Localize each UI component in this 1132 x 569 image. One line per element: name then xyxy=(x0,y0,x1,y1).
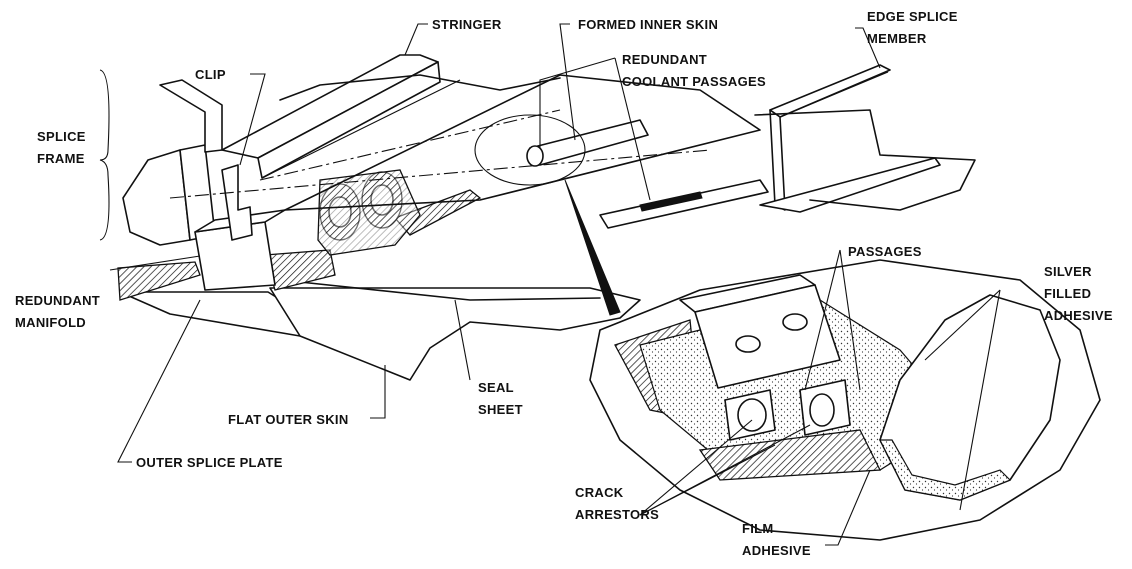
inset-bracket-web xyxy=(694,284,841,389)
inset-film-hatch xyxy=(698,429,882,481)
detail-inset xyxy=(589,259,1101,541)
leader-lines xyxy=(99,23,1001,546)
label-passages: PASSAGES xyxy=(848,244,922,259)
leader-crack-3 xyxy=(639,424,811,516)
centerline-2 xyxy=(259,109,561,181)
leader-coolant-1 xyxy=(539,57,616,148)
label-clip: CLIP xyxy=(195,67,226,82)
label-manifold-1: REDUNDANT xyxy=(15,293,100,308)
leader-silver-1 xyxy=(924,289,1001,361)
label-coolant-2: COOLANT PASSAGES xyxy=(622,74,766,89)
skin-hatch-left xyxy=(117,261,201,301)
label-edge-splice-1: EDGE SPLICE xyxy=(867,9,958,24)
label-stringer: STRINGER xyxy=(432,17,502,32)
leader-formed-inner-skin xyxy=(559,23,576,141)
clip-angle xyxy=(159,79,223,153)
edge-splice-member-flange xyxy=(759,157,941,213)
main-assembly xyxy=(117,54,976,381)
leader-stringer xyxy=(404,23,428,56)
stringer-top xyxy=(221,54,439,159)
inset-adhesive-edge xyxy=(879,439,1012,501)
leader-redundant-manifold xyxy=(109,255,201,271)
label-manifold-2: MANIFOLD xyxy=(15,315,86,330)
leader-silver-2 xyxy=(959,289,1001,511)
broken-edge-top xyxy=(279,74,561,101)
passage-dark-stripe xyxy=(639,191,703,212)
label-seal-1: SEAL xyxy=(478,380,514,395)
leader-splice-frame-brace xyxy=(99,69,110,241)
label-coolant-1: REDUNDANT xyxy=(622,52,707,67)
broken-edge-right xyxy=(754,109,976,211)
leader-crack-1 xyxy=(639,419,753,516)
seal-sheet-edge xyxy=(299,281,601,301)
label-formed-inner-skin: FORMED INNER SKIN xyxy=(578,17,718,32)
labels: STRINGER FORMED INNER SKIN EDGE SPLICE M… xyxy=(15,9,1113,558)
label-silver-2: FILLED xyxy=(1044,286,1091,301)
inset-rivet-2 xyxy=(782,313,808,331)
label-crack-2: ARRESTORS xyxy=(575,507,659,522)
leader-edge-splice xyxy=(855,27,881,69)
edge-splice-member-line xyxy=(779,71,889,118)
label-splice-frame-2: FRAME xyxy=(37,151,85,166)
label-crack-1: CRACK xyxy=(575,485,624,500)
label-film-1: FILM xyxy=(742,521,774,536)
leader-clip xyxy=(239,73,266,166)
leader-passages-2 xyxy=(839,249,861,391)
label-silver-1: SILVER xyxy=(1044,264,1092,279)
leader-outer-splice-plate xyxy=(117,299,201,463)
flat-outer-skin-shape xyxy=(269,287,641,381)
leader-seal-sheet xyxy=(454,299,471,381)
leader-passages xyxy=(804,249,841,391)
stringer-flange xyxy=(261,79,461,179)
edge-splice-member-top xyxy=(769,64,891,118)
detail-circle xyxy=(474,114,586,186)
inset-passage-1-bore xyxy=(737,398,767,432)
leader-flat-outer-skin xyxy=(370,365,386,419)
stringer-web xyxy=(257,61,441,179)
edge-splice-member-web xyxy=(769,109,786,211)
detail-pointer xyxy=(564,179,621,316)
tube-housing xyxy=(317,169,421,256)
inset-rivet-1 xyxy=(735,335,761,353)
label-silver-3: ADHESIVE xyxy=(1044,308,1113,323)
label-seal-2: SHEET xyxy=(478,402,523,417)
coolant-passage-tube-2 xyxy=(599,179,769,229)
formed-inner-skin xyxy=(284,74,761,211)
leader-coolant-2 xyxy=(614,57,651,201)
coolant-passage-end xyxy=(526,145,544,167)
label-film-2: ADHESIVE xyxy=(742,543,811,558)
label-splice-frame-1: SPLICE xyxy=(37,129,86,144)
label-edge-splice-2: MEMBER xyxy=(867,31,927,46)
clip-shape xyxy=(221,164,253,241)
inset-passage-2-bore xyxy=(809,393,835,427)
leader-film-adhesive xyxy=(825,469,871,546)
label-flat-outer-skin: FLAT OUTER SKIN xyxy=(228,412,349,427)
centerline-1 xyxy=(169,149,711,199)
label-outer-splice-plate: OUTER SPLICE PLATE xyxy=(136,455,283,470)
outer-splice-plate-shape xyxy=(119,291,301,337)
